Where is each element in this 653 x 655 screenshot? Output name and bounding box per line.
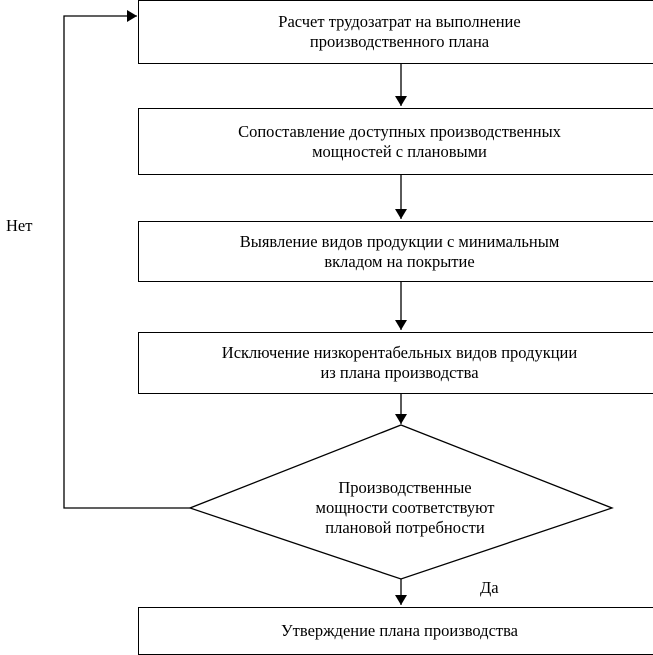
decision-line-2: мощности соответствуют: [315, 498, 495, 517]
step-4-text: Исключение низкорентабельных видов проду…: [222, 343, 577, 383]
step-2-line-1: Сопоставление доступных производственных: [238, 121, 561, 141]
step-3-text: Выявление видов продукции с минимальным …: [240, 232, 560, 272]
step-1-line-2: производственного плана: [309, 32, 490, 51]
final-step-line: Утверждение плана производства: [280, 621, 518, 640]
step-2-text: Сопоставление доступных производственных…: [238, 122, 561, 162]
step-4-box: Исключение низкорентабельных видов проду…: [138, 332, 653, 394]
yes-branch-label: Да: [480, 578, 499, 597]
arrow-decision-no-loop-back: [63, 10, 190, 509]
final-step-text: Утверждение плана производства: [281, 621, 518, 641]
decision-text: Производственные мощности соответствуют …: [225, 478, 585, 538]
step-4-line-2: из плана производства: [320, 363, 479, 382]
step-3-line-1: Выявление видов продукции с минимальным: [239, 231, 560, 251]
decision-line-3: плановой потребности: [325, 518, 485, 537]
step-3-line-2: вкладом на покрытие: [324, 251, 475, 271]
step-1-line-1: Расчет трудозатрат на выполнение: [278, 12, 521, 31]
final-step-box: Утверждение плана производства: [138, 607, 653, 655]
step-3-box: Выявление видов продукции с минимальным …: [138, 221, 653, 282]
no-branch-label: Нет: [6, 216, 33, 235]
decision-line-1: Производственные: [338, 478, 472, 497]
step-2-line-2: мощностей с плановыми: [312, 141, 487, 161]
step-4-line-1: Исключение низкорентабельных видов проду…: [221, 343, 578, 362]
step-1-text: Расчет трудозатрат на выполнение произво…: [278, 12, 520, 52]
step-2-box: Сопоставление доступных производственных…: [138, 108, 653, 175]
step-1-box: Расчет трудозатрат на выполнение произво…: [138, 0, 653, 64]
